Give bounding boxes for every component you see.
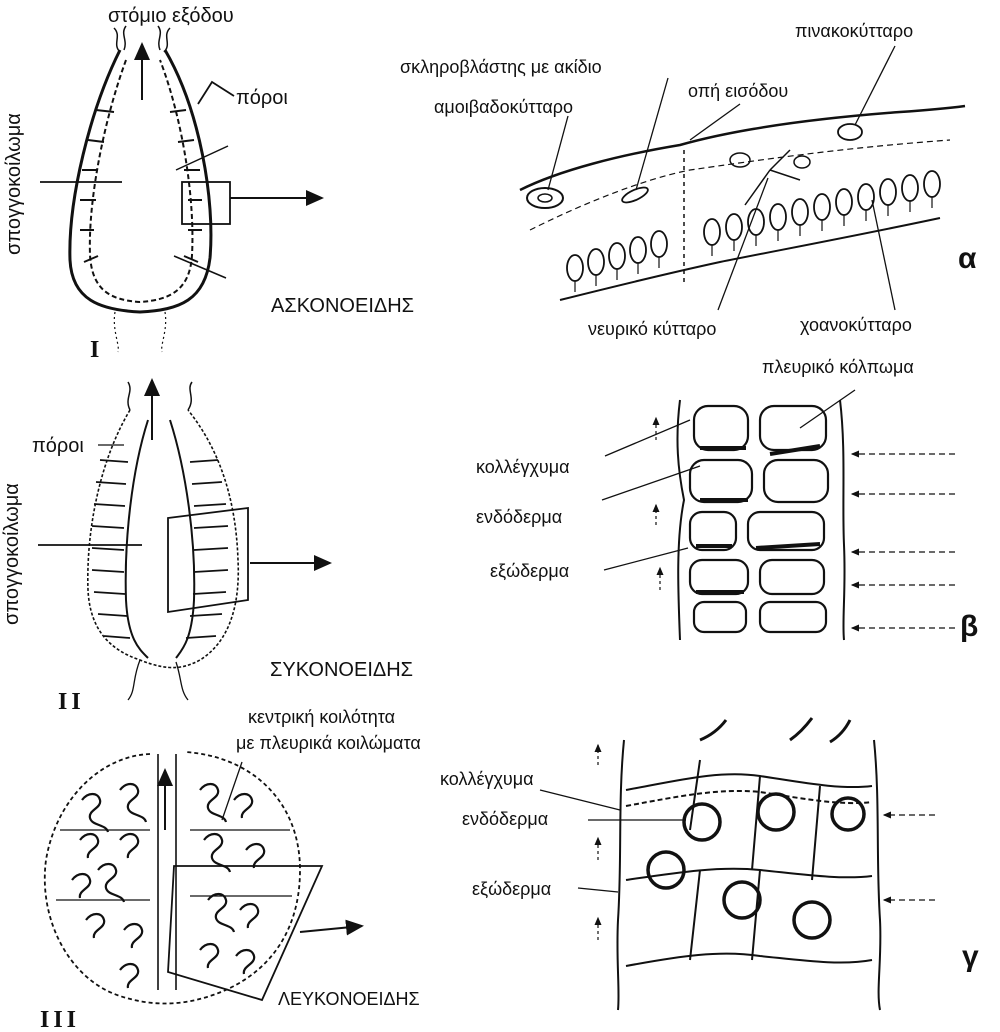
- pinacocyte-label: πινακοκύτταρο: [795, 22, 913, 40]
- central-cavity-label-line1: κεντρική κοιλότητα: [248, 708, 395, 726]
- choanocyte-label: χοανοκύτταρο: [800, 316, 912, 334]
- leuconoid-roman-numeral: III: [40, 1008, 80, 1032]
- asconoid-drawing: [70, 26, 211, 352]
- asconoid-pores-pointer: [198, 82, 234, 104]
- lateral-pocket-label: πλευρικό κόλπωμα: [762, 358, 914, 376]
- syconoid-drawing: [88, 382, 238, 700]
- detail-a-outer-surface: [520, 106, 965, 190]
- detail-a-letter: α: [958, 244, 976, 274]
- syconoid-spongocoel-label: σπογγοκοίλωμα: [2, 483, 22, 625]
- detail-b-collenchyma-label: κολλέγχυμα: [476, 458, 570, 476]
- asconoid-pores-label: πόροι: [236, 88, 288, 108]
- detail-c-collenchyma-label: κολλέγχυμα: [440, 770, 534, 788]
- leuconoid-type-label: ΛΕΥΚΟΝΟΕΙΔΗΣ: [278, 990, 420, 1008]
- syconoid-outer-wall: [88, 410, 238, 668]
- detail-c-left-wall: [617, 740, 624, 1010]
- osculum-label: στόμιο εξόδου: [108, 6, 234, 26]
- detail-b-right-wall: [840, 400, 845, 640]
- syconoid-inner-wall: [126, 420, 195, 658]
- asconoid-roman-numeral: I: [90, 338, 103, 362]
- detail-b-drawing: [656, 400, 955, 640]
- detail-c-endoderm-label: ενδόδερμα: [462, 810, 548, 828]
- detail-c-drawing: [598, 718, 935, 1010]
- leuconoid-cavity-pointer: [222, 762, 242, 820]
- detail-b-endoderm-label: ενδόδερμα: [476, 508, 562, 526]
- detail-c-right-wall: [874, 740, 880, 1010]
- detail-c-ectoderm-label: εξώδερμα: [472, 880, 551, 898]
- asconoid-type-label: ΑΣΚΟΝΟΕΙΔΗΣ: [271, 296, 414, 316]
- detail-b-left-wall: [677, 400, 684, 640]
- sclerocyte-label: σκληροβλάστης με ακίδιο: [400, 58, 602, 76]
- asconoid-pore-arrow-2: [174, 256, 226, 278]
- detail-c-letter: γ: [962, 942, 979, 972]
- central-cavity-label-line2: με πλευρικά κοιλώματα: [236, 734, 421, 752]
- detail-b-letter: β: [960, 612, 978, 642]
- leuconoid-detail-arrow: [300, 926, 362, 932]
- leuconoid-outer-wall: [45, 752, 300, 1004]
- syconoid-type-label: ΣΥΚΟΝΟΕΙΔΗΣ: [270, 660, 413, 680]
- syconoid-detail-box: [168, 508, 248, 612]
- leuconoid-drawing: [45, 752, 300, 1004]
- asconoid-spongocoel-label: σπογγοκοίλωμα: [4, 113, 24, 255]
- syconoid-roman-numeral: II: [58, 690, 85, 714]
- detail-a-drawing: [520, 106, 965, 300]
- nerve-cell-label: νευρικό κύτταρο: [588, 320, 716, 338]
- asconoid-detail-box: [182, 182, 230, 224]
- amoebocyte-label: αμοιβαδοκύτταρο: [434, 98, 573, 116]
- detail-b-ectoderm-label: εξώδερμα: [490, 562, 569, 580]
- inlet-label: οπή εισόδου: [688, 82, 788, 100]
- detail-c-leaders: [540, 790, 686, 892]
- syconoid-pores-label: πόροι: [32, 436, 84, 456]
